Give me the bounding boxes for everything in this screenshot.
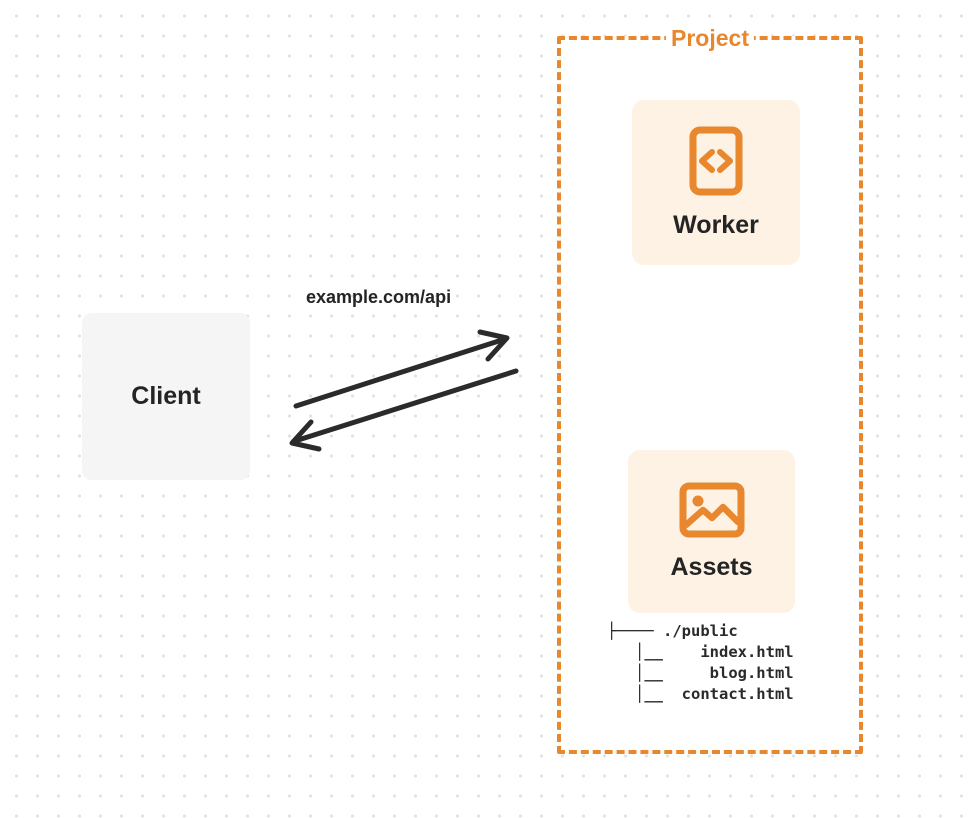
- file-tree: ├──── ./public │__ index.html │__ blog.h…: [607, 621, 794, 705]
- file-tree-line-index: │__ index.html: [607, 643, 794, 661]
- response-arrow: [289, 368, 519, 452]
- client-label: Client: [131, 382, 201, 410]
- worker-node: Worker: [632, 100, 800, 265]
- code-document-icon: [689, 126, 743, 195]
- worker-label: Worker: [673, 210, 759, 239]
- project-label: Project: [666, 24, 754, 52]
- image-icon: [679, 482, 744, 537]
- request-arrow: [293, 329, 510, 409]
- file-tree-line-blog: │__ blog.html: [607, 664, 794, 682]
- client-node: Client: [82, 313, 250, 480]
- assets-node: Assets: [628, 450, 795, 613]
- file-tree-line-root: ├──── ./public: [607, 622, 738, 640]
- assets-label: Assets: [670, 552, 753, 581]
- file-tree-line-contact: │__ contact.html: [607, 685, 794, 703]
- request-url-label: example.com/api: [306, 287, 452, 307]
